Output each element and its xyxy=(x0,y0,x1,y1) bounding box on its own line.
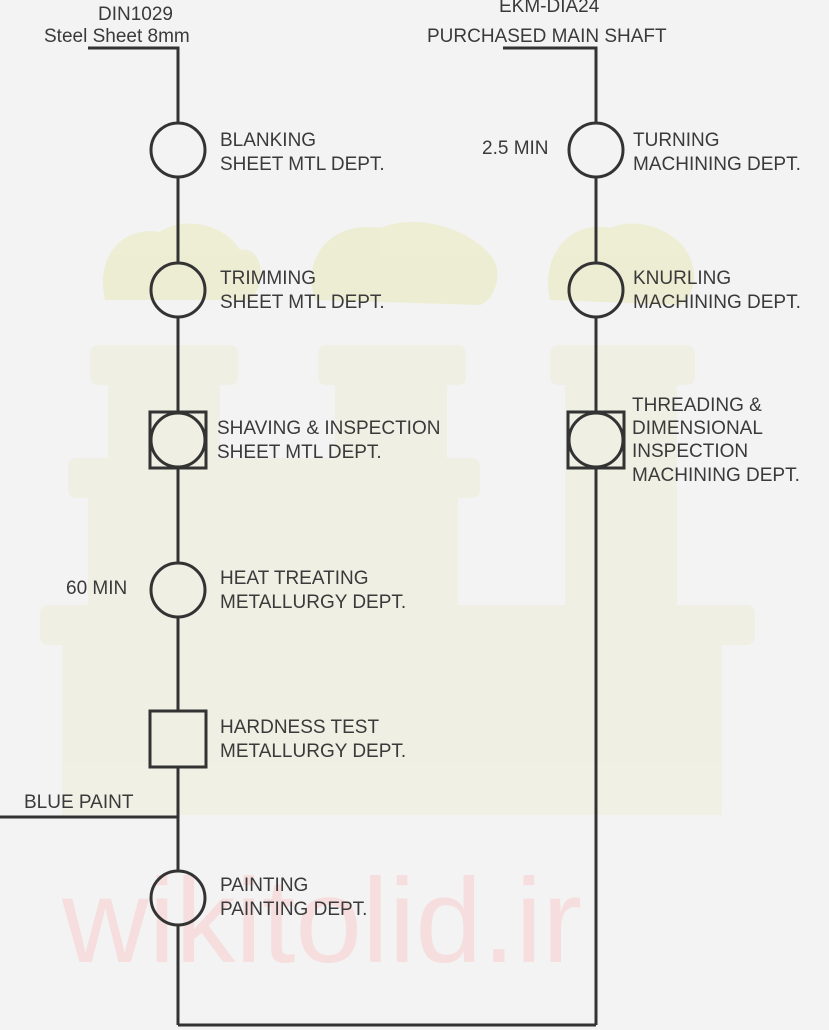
op-label: SHAVING & INSPECTION xyxy=(217,418,440,439)
op-time: 2.5 MIN xyxy=(482,138,549,159)
left-material-code: DIN1029 xyxy=(98,4,173,25)
operation-circle xyxy=(567,411,625,469)
op-label: THREADING & xyxy=(632,395,762,416)
op-label: TRIMMING xyxy=(220,268,316,289)
side-input-label: BLUE PAINT xyxy=(24,792,134,813)
operation-circle xyxy=(149,869,207,927)
op-dept: MACHINING DEPT. xyxy=(633,292,801,313)
operation-circle xyxy=(149,261,207,319)
op-label: BLANKING xyxy=(220,130,316,151)
op-label: HEAT TREATING xyxy=(220,568,369,589)
op-label: DIMENSIONAL xyxy=(632,418,763,439)
op-time: 60 MIN xyxy=(66,578,127,599)
op-label: HARDNESS TEST xyxy=(220,717,379,738)
op-dept: SHEET MTL DEPT. xyxy=(217,442,382,463)
op-dept: SHEET MTL DEPT. xyxy=(220,292,385,313)
left-material-line xyxy=(88,46,180,123)
op-label: PAINTING xyxy=(220,875,308,896)
inspection-square xyxy=(148,709,208,769)
op-label: TURNING xyxy=(633,130,720,151)
operation-circle xyxy=(149,561,207,619)
op-dept: SHEET MTL DEPT. xyxy=(220,154,385,175)
operation-circle xyxy=(149,411,207,469)
watermark: wikitolid.ir xyxy=(61,854,582,988)
left-material-desc: Steel Sheet 8mm xyxy=(44,26,190,47)
right-material-line xyxy=(503,46,598,123)
op-dept: MACHINING DEPT. xyxy=(632,465,800,486)
operation-circle xyxy=(567,261,625,319)
op-dept: MACHINING DEPT. xyxy=(633,154,801,175)
op-dept: PAINTING DEPT. xyxy=(220,899,367,920)
operation-circle xyxy=(149,121,207,179)
right-material-desc: PURCHASED MAIN SHAFT xyxy=(427,26,667,47)
op-dept: METALLURGY DEPT. xyxy=(220,741,406,762)
op-dept: METALLURGY DEPT. xyxy=(220,592,406,613)
operation-circle xyxy=(567,121,625,179)
op-label: INSPECTION xyxy=(632,441,748,462)
right-material-code: EKM-DIA24 xyxy=(499,0,600,17)
op-label: KNURLING xyxy=(633,268,731,289)
